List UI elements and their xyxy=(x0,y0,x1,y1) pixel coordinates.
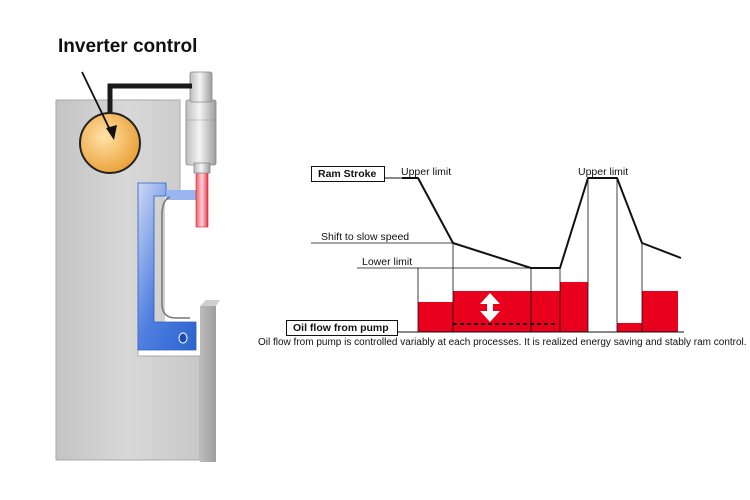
hydraulic-channel xyxy=(137,182,197,351)
frame-inner-edge xyxy=(161,196,190,319)
flow-bar-1 xyxy=(418,302,453,332)
oil-flow-bars xyxy=(418,282,678,332)
ram-stroke-curve xyxy=(402,177,682,269)
flow-variation-arrow xyxy=(480,293,500,322)
label-pointer-arrow xyxy=(81,71,117,140)
ram-stroke-label: Ram Stroke xyxy=(311,166,386,182)
inverter-motor xyxy=(79,112,141,174)
chart-caption: Oil flow from pump is controlled variabl… xyxy=(258,337,747,348)
oil-flow-label: Oil flow from pump xyxy=(286,320,398,336)
hydraulic-pipe xyxy=(107,83,192,118)
lower-limit-label: Lower limit xyxy=(362,256,413,268)
press-throat xyxy=(165,190,200,322)
phase-lines xyxy=(417,178,643,332)
flow-bar-3 xyxy=(531,291,560,332)
flow-bar-4 xyxy=(560,282,588,332)
upper-limit-label-right: Upper limit xyxy=(578,166,629,178)
flow-bar-6 xyxy=(642,291,678,332)
shift-to-slow-speed-label: Shift to slow speed xyxy=(321,231,410,243)
upper-limit-label-left: Upper limit xyxy=(401,166,452,178)
flow-bar-5 xyxy=(617,323,642,332)
inverter-control-title: Inverter control xyxy=(58,36,198,57)
